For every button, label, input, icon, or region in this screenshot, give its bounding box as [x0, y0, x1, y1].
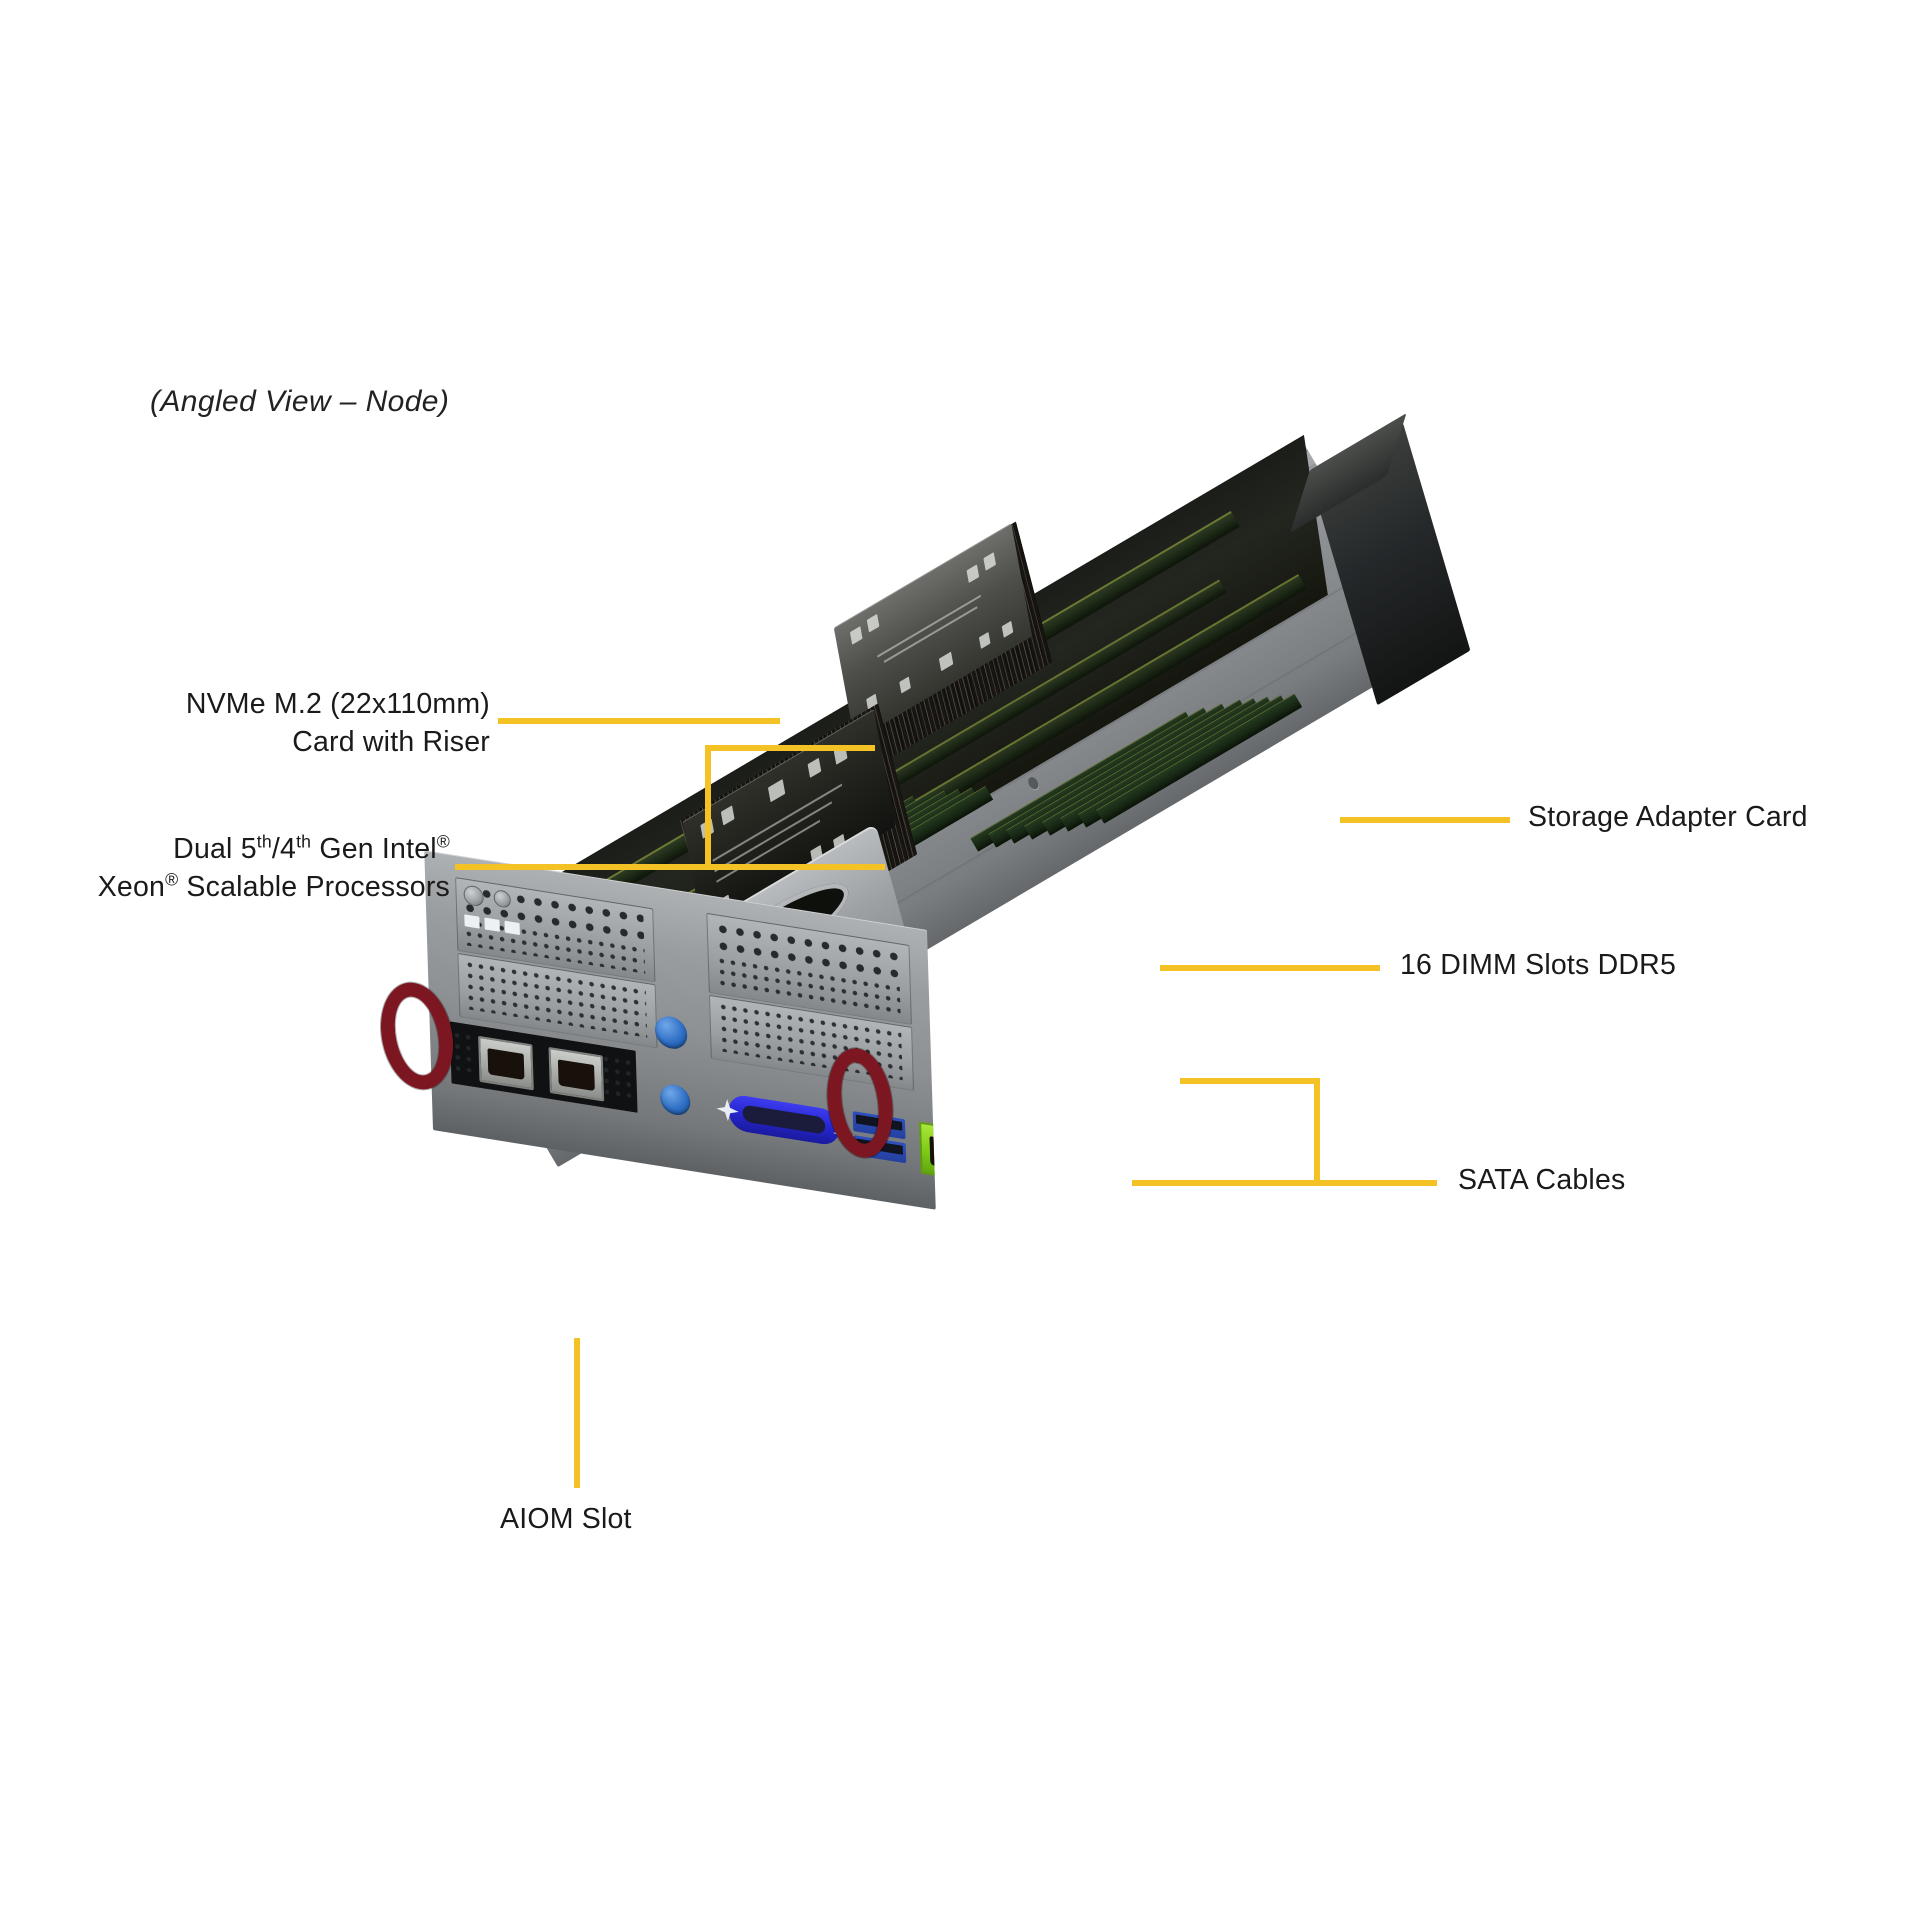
callout-cpu-line1-c: Gen Intel	[311, 833, 437, 865]
aiom-vent-right	[602, 1055, 633, 1102]
callout-storage-adapter: Storage Adapter Card	[1528, 798, 1808, 836]
leader-line-sata-top	[1180, 1078, 1320, 1084]
leader-line-aiom	[574, 1338, 580, 1488]
callout-nvme-line2: Card with Riser	[292, 726, 490, 758]
chassis-thumbscrew-1[interactable]	[654, 1014, 688, 1052]
callout-cpu-sup-4th: th	[296, 831, 312, 852]
leader-line-cpu-bottom	[455, 864, 885, 870]
leader-line-storage-adapter	[1340, 817, 1510, 823]
callout-cpu-sup-xeon-reg: ®	[165, 869, 179, 890]
callout-cpu-line1-b: /4	[271, 833, 297, 865]
callout-storage-adapter-text: Storage Adapter Card	[1528, 801, 1808, 833]
leader-line-cpu-top	[705, 745, 875, 751]
vga-port[interactable]	[728, 1093, 840, 1147]
leader-line-sata-bottom	[1132, 1180, 1437, 1186]
callout-nvme-line1: NVMe M.2 (22x110mm)	[185, 688, 490, 720]
callout-nvme: NVMe M.2 (22x110mm) Card with Riser	[130, 685, 490, 761]
ipmi-lan-port[interactable]	[918, 1121, 936, 1184]
view-title: (Angled View – Node)	[150, 385, 450, 418]
callout-cpu-sup-intel-reg: ®	[436, 831, 450, 852]
aiom-vent-left	[453, 1031, 476, 1078]
leader-line-nvme	[498, 718, 780, 724]
callout-cpu-line2: Xeon® Scalable Processors	[80, 868, 450, 906]
aiom-lan-port-2[interactable]	[548, 1046, 605, 1102]
callout-cpu-line1: Dual 5th/4th Gen Intel®	[80, 830, 450, 868]
callout-cpu-line2-a: Xeon	[97, 871, 166, 903]
aiom-lan-port-1[interactable]	[478, 1035, 534, 1091]
callout-cpu-line2-b: Scalable Processors	[178, 871, 450, 903]
callout-cpu-line1-a: Dual 5	[173, 833, 257, 865]
leader-line-cpu-vertical	[705, 745, 711, 870]
callout-sata-cables-text: SATA Cables	[1458, 1164, 1626, 1196]
callout-dimm-slots-text: 16 DIMM Slots DDR5	[1400, 949, 1676, 981]
callout-aiom-slot: AIOM Slot	[500, 1500, 632, 1538]
callout-sata-cables: SATA Cables	[1458, 1161, 1625, 1199]
callout-cpu: Dual 5th/4th Gen Intel® Xeon® Scalable P…	[80, 830, 450, 906]
callout-aiom-slot-text: AIOM Slot	[500, 1503, 632, 1535]
callout-cpu-sup-5th: th	[256, 831, 272, 852]
leader-line-sata-vertical	[1314, 1078, 1320, 1186]
chassis-thumbscrew-2[interactable]	[659, 1082, 691, 1118]
leader-line-dimm	[1160, 965, 1380, 971]
callout-dimm-slots: 16 DIMM Slots DDR5	[1400, 946, 1676, 984]
